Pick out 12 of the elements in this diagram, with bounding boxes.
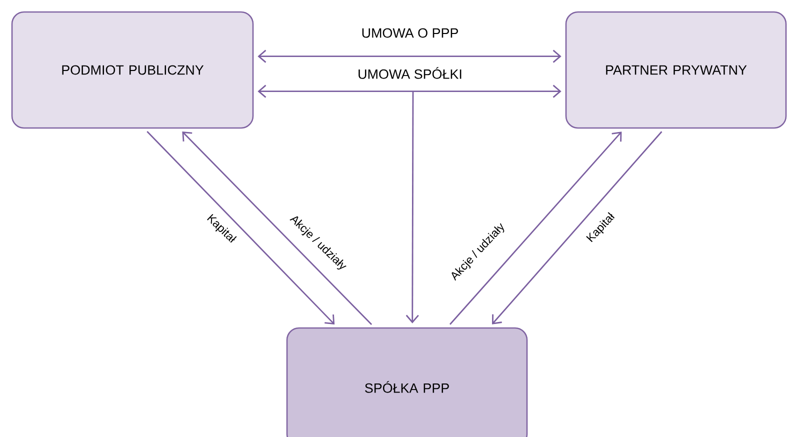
- arrow: [258, 84, 562, 98]
- edge-label: UMOWA SPÓŁKI: [356, 66, 464, 80]
- arrow: [492, 131, 662, 324]
- process-box: PARTNER PRYWATNY: [565, 11, 787, 129]
- arrow: [450, 132, 622, 325]
- arrow: [258, 50, 562, 63]
- arrow: [406, 92, 419, 324]
- edge-label: UMOWA O PPP: [360, 27, 460, 39]
- arrow: [146, 131, 335, 324]
- arrow: [182, 132, 372, 325]
- process-box: PODMIOT PUBLICZNY: [11, 11, 254, 129]
- process-box: SPÓŁKA PPP: [286, 327, 528, 437]
